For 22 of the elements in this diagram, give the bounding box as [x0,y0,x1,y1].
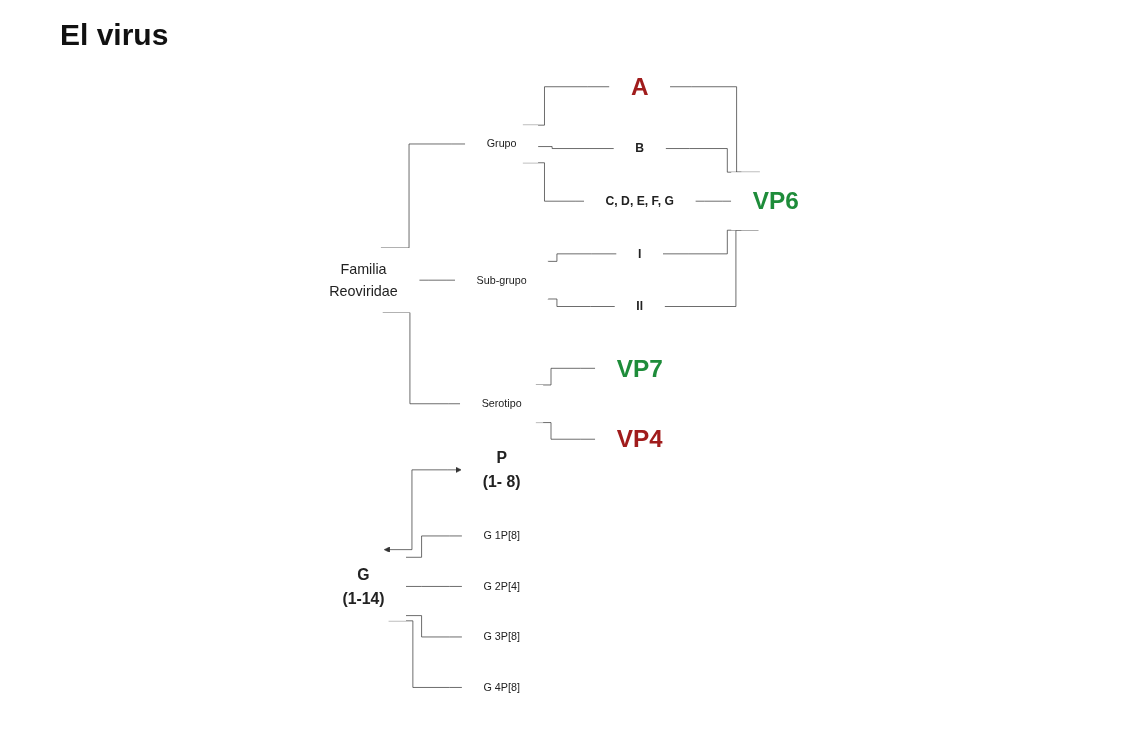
node-text: G 1P[8] [482,529,520,542]
node-text: G (1-14) [341,565,385,608]
node-text: I [637,246,641,261]
diagram-title: El virus [60,18,170,52]
node-text: B [634,141,644,156]
node-text: G 2P[4] [482,579,520,592]
connector [546,298,615,307]
node-text: G 3P[8] [482,630,520,643]
node-text: VP4 [616,425,663,453]
node-text: P (1- 8) [482,449,520,491]
node-text: A [630,72,649,100]
connector [537,146,614,149]
node-text: C, D, E, F, G [605,194,674,208]
node-text: Sub-grupo [476,273,527,286]
connector [546,253,617,262]
connector [405,586,462,587]
node-text: VP7 [616,354,663,382]
node-text: II [635,299,643,314]
node-text: Serotipo [481,397,522,410]
node-text: G 4P[8] [482,680,520,694]
connector [405,615,462,638]
connector [405,535,462,558]
